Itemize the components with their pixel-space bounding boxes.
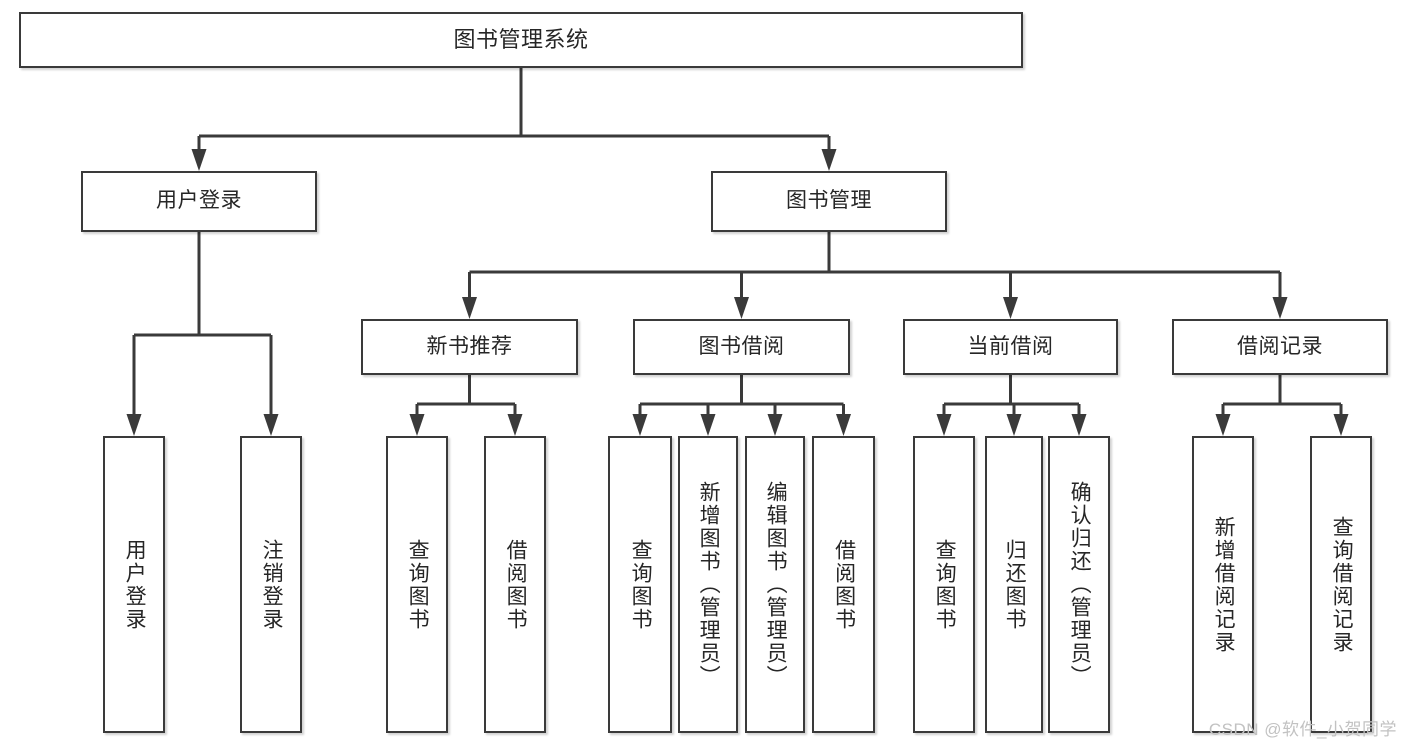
node-user-login-label: 用户登录 [156, 189, 242, 213]
leaf-query-book-1[interactable]: 查询图书 [386, 436, 448, 733]
leaf-add-record-label: 新增借阅记录 [1212, 515, 1236, 654]
node-user-login[interactable]: 用户登录 [81, 171, 317, 232]
node-borrow-record[interactable]: 借阅记录 [1172, 319, 1388, 375]
leaf-user-login-label: 用户登录 [123, 538, 147, 631]
node-book-manage-label: 图书管理 [786, 189, 872, 213]
leaf-query-book-2-label: 查询图书 [629, 538, 653, 631]
leaf-confirm-return[interactable]: 确认归还（管理员） [1048, 436, 1110, 733]
node-root-label: 图书管理系统 [453, 27, 589, 53]
leaf-edit-book-label: 编辑图书（管理员） [764, 481, 788, 688]
leaf-add-book[interactable]: 新增图书（管理员） [678, 436, 738, 733]
leaf-borrow-book-1-label: 借阅图书 [504, 538, 528, 631]
leaf-query-book-3[interactable]: 查询图书 [913, 436, 975, 733]
leaf-query-record[interactable]: 查询借阅记录 [1310, 436, 1372, 733]
leaf-borrow-book-2[interactable]: 借阅图书 [812, 436, 875, 733]
leaf-query-book-1-label: 查询图书 [406, 538, 430, 631]
node-book-borrow-label: 图书借阅 [698, 334, 785, 358]
node-book-borrow[interactable]: 图书借阅 [633, 319, 850, 375]
node-borrow-record-label: 借阅记录 [1237, 334, 1323, 358]
leaf-edit-book[interactable]: 编辑图书（管理员） [745, 436, 805, 733]
watermark: CSDN @软件_小贺同学 [1208, 720, 1397, 739]
leaf-logout[interactable]: 注销登录 [240, 436, 302, 733]
leaf-query-book-3-label: 查询图书 [933, 538, 957, 631]
node-book-manage[interactable]: 图书管理 [711, 171, 947, 232]
leaf-borrow-book-2-label: 借阅图书 [832, 538, 856, 631]
leaf-logout-label: 注销登录 [260, 538, 284, 631]
leaf-confirm-return-label: 确认归还（管理员） [1068, 481, 1092, 688]
leaf-user-login[interactable]: 用户登录 [103, 436, 165, 733]
leaf-borrow-book-1[interactable]: 借阅图书 [484, 436, 546, 733]
leaf-return-book-label: 归还图书 [1003, 538, 1027, 631]
node-new-book-recommend[interactable]: 新书推荐 [361, 319, 578, 375]
leaf-return-book[interactable]: 归还图书 [985, 436, 1043, 733]
leaf-query-record-label: 查询借阅记录 [1330, 515, 1354, 654]
leaf-query-book-2[interactable]: 查询图书 [608, 436, 672, 733]
node-current-borrow-label: 当前借阅 [967, 334, 1054, 358]
leaf-add-book-label: 新增图书（管理员） [697, 481, 721, 688]
node-current-borrow[interactable]: 当前借阅 [903, 319, 1118, 375]
leaf-add-record[interactable]: 新增借阅记录 [1192, 436, 1254, 733]
node-new-book-recommend-label: 新书推荐 [426, 334, 513, 358]
node-root[interactable]: 图书管理系统 [19, 12, 1023, 68]
